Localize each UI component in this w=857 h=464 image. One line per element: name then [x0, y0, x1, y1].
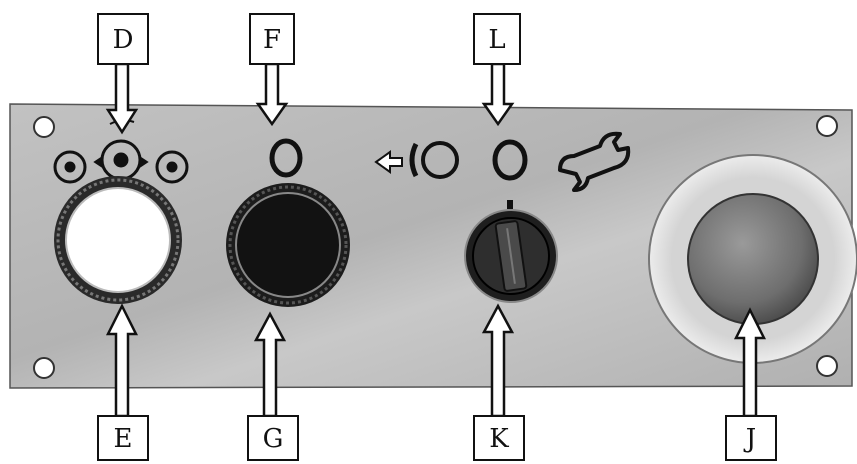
button-g[interactable]	[235, 192, 341, 298]
label-box-k: K	[473, 415, 525, 461]
label-e: E	[114, 424, 133, 454]
label-box-g: G	[247, 415, 299, 461]
screw-bottom-left	[33, 357, 55, 379]
screw-top-left	[33, 116, 55, 138]
label-l: L	[488, 25, 505, 55]
callout-arrows	[105, 62, 767, 418]
label-box-j: J	[725, 415, 777, 461]
label-j: J	[743, 424, 756, 454]
label-box-d: D	[97, 13, 149, 65]
label-k: K	[489, 424, 509, 454]
label-d: D	[113, 25, 134, 55]
indicator-lamp-f	[269, 138, 303, 178]
label-box-f: F	[249, 13, 295, 65]
label-box-l: L	[473, 13, 521, 65]
panel-plate	[9, 103, 853, 389]
button-e[interactable]	[65, 187, 171, 293]
tool-wrench-icon	[558, 131, 631, 192]
label-box-e: E	[97, 415, 149, 461]
key-switch-pointer	[507, 200, 513, 209]
label-f: F	[263, 25, 281, 55]
screw-top-right	[816, 115, 838, 137]
indicator-lamp-l	[492, 139, 528, 181]
rewind-arrow-icon	[374, 141, 459, 179]
label-g: G	[263, 424, 284, 454]
estop-button-j[interactable]	[687, 193, 819, 325]
screw-bottom-right	[816, 355, 838, 377]
